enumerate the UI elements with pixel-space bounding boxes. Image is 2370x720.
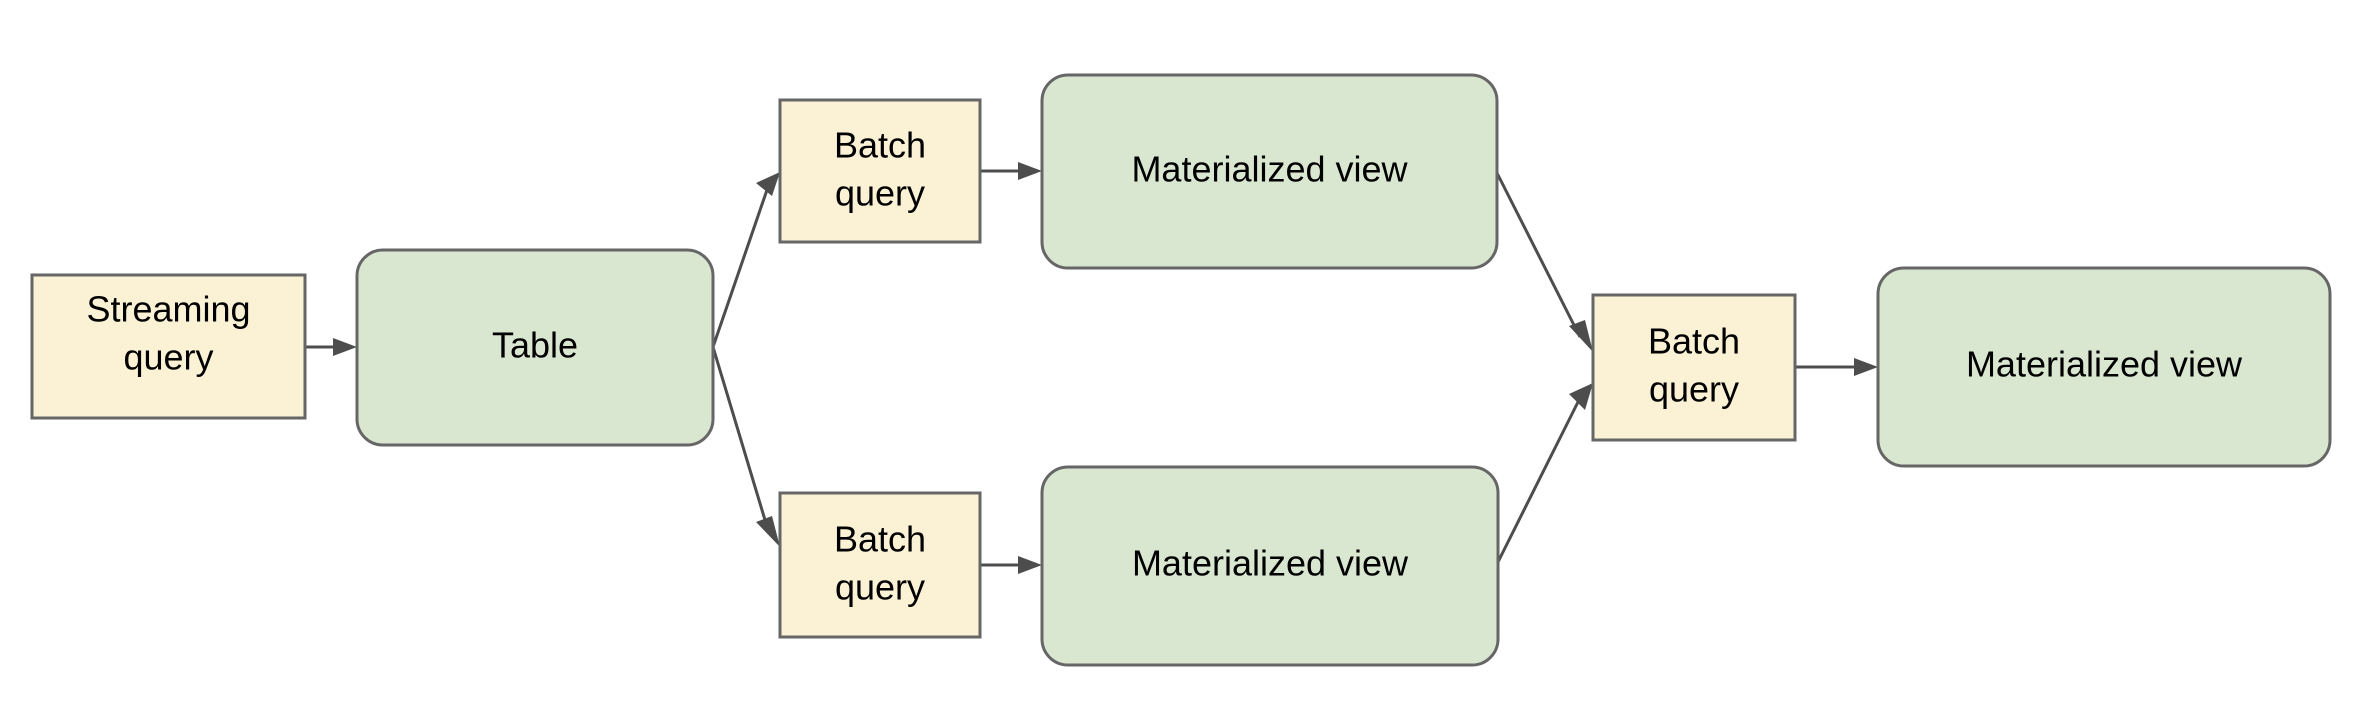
node-materialized-view-final-shape[interactable] xyxy=(1876,266,2332,468)
node-batch-query-bottom[interactable]: Batch query xyxy=(778,491,982,639)
node-batch-query-bottom-shape[interactable] xyxy=(778,491,982,639)
node-batch-query-merge-label-line2: query xyxy=(1649,369,1739,410)
node-streaming-query[interactable]: Streaming query xyxy=(30,273,307,420)
edge-mv-top-to-merge xyxy=(1495,172,1593,352)
arrowhead-icon xyxy=(756,172,780,196)
edge-table-to-batch-bottom xyxy=(711,346,780,547)
node-table-shape[interactable] xyxy=(355,248,715,447)
node-materialized-view-bottom-shape[interactable] xyxy=(1040,465,1500,667)
node-batch-query-top-label-line2: query xyxy=(835,173,925,214)
node-batch-query-merge[interactable]: Batch query xyxy=(1591,293,1797,442)
arrowhead-icon xyxy=(1854,358,1878,376)
node-batch-query-top[interactable]: Batch query xyxy=(778,98,982,244)
node-streaming-query-shape[interactable] xyxy=(30,273,307,420)
node-materialized-view-bottom[interactable]: Materialized view xyxy=(1040,465,1500,667)
arrowhead-icon xyxy=(1569,320,1593,352)
edge-table-to-batch-top xyxy=(711,172,780,348)
arrowhead-icon xyxy=(756,516,780,547)
node-batch-query-top-label-line1: Batch xyxy=(834,125,926,166)
node-materialized-view-top-shape[interactable] xyxy=(1040,73,1499,270)
arrowhead-icon xyxy=(333,338,357,356)
arrowhead-icon xyxy=(1018,162,1042,180)
arrowhead-icon xyxy=(1569,383,1593,410)
node-materialized-view-top[interactable]: Materialized view xyxy=(1040,73,1499,270)
node-batch-query-merge-label-line1: Batch xyxy=(1648,321,1740,362)
node-materialized-view-bottom-label: Materialized view xyxy=(1132,543,1409,584)
arrowhead-icon xyxy=(1018,556,1042,574)
node-materialized-view-final[interactable]: Materialized view xyxy=(1876,266,2332,468)
node-batch-query-merge-shape[interactable] xyxy=(1591,293,1797,442)
node-materialized-view-top-label: Materialized view xyxy=(1131,149,1408,190)
edge-mv-bottom-to-merge xyxy=(1496,383,1593,563)
node-table[interactable]: Table xyxy=(355,248,715,447)
edge-streaming-to-table xyxy=(305,338,357,356)
node-materialized-view-final-label: Materialized view xyxy=(1966,344,2243,385)
node-streaming-query-label-line2: query xyxy=(123,337,213,378)
node-batch-query-top-shape[interactable] xyxy=(778,98,982,244)
node-batch-query-bottom-label-line2: query xyxy=(835,567,925,608)
node-batch-query-bottom-label-line1: Batch xyxy=(834,519,926,560)
edge-batch-top-to-mv-top xyxy=(980,162,1042,180)
node-streaming-query-label-line1: Streaming xyxy=(86,289,250,330)
edge-batch-bottom-to-mv-bottom xyxy=(980,556,1042,574)
edge-merge-to-mv-final xyxy=(1795,358,1878,376)
node-table-label: Table xyxy=(492,325,578,366)
